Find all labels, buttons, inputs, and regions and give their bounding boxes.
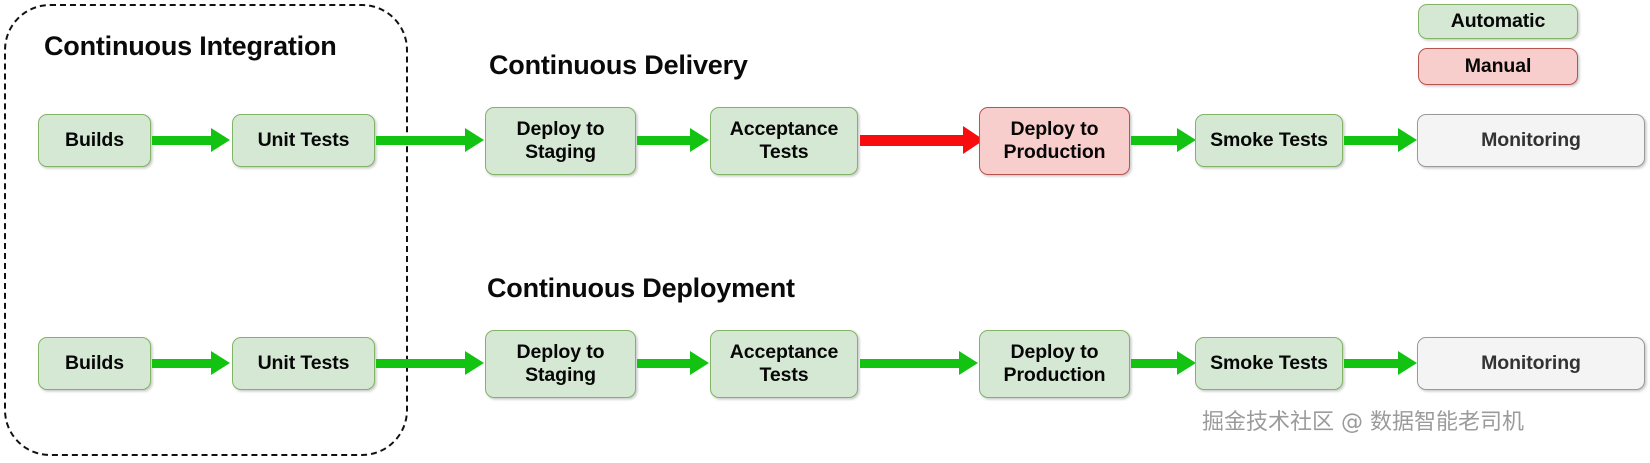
stage-label: Smoke Tests [1210,129,1328,152]
stage-acceptance-tests-delivery[interactable]: Acceptance Tests [710,107,858,175]
stage-label: Acceptance Tests [729,341,839,387]
stage-monitoring-deployment[interactable]: Monitoring [1417,337,1645,390]
arrow-shaft [860,358,960,368]
stage-label-line2: Staging [525,364,596,386]
stage-label-line2: Production [1003,141,1106,163]
stage-label: Acceptance Tests [729,118,839,164]
legend-item-manual[interactable]: Manual [1418,48,1578,85]
arrow-shaft [376,135,466,145]
page-title-continuous-deployment: Continuous Deployment [487,273,795,303]
arrow-shaft [152,358,212,368]
watermark-text: 掘金技术社区 @ 数据智能老司机 [1202,410,1524,435]
arrow-head [1398,351,1417,375]
stage-label: Builds [65,352,124,375]
arrow-shaft [1344,135,1399,145]
arrow-shaft [637,135,691,145]
stage-label: Deploy to Production [1004,118,1106,164]
legend-manual-label: Manual [1464,55,1532,77]
stage-label: Deploy to Staging [517,341,605,387]
stage-label: Deploy to Staging [517,118,605,164]
stage-label-line2: Tests [759,141,809,163]
stage-builds-deployment[interactable]: Builds [38,337,151,390]
stage-acceptance-tests-deployment[interactable]: Acceptance Tests [710,330,858,398]
stage-label-line1: Acceptance [729,118,839,141]
page-title-continuous-integration: Continuous Integration [44,31,337,61]
stage-deploy-to-staging-deployment[interactable]: Deploy to Staging [485,330,636,398]
legend-automatic-label: Automatic [1450,10,1546,32]
stage-label-line1: Acceptance [729,341,839,364]
arrow-head [465,128,484,152]
stage-label-line2: Production [1003,364,1106,386]
arrow-shaft [1344,358,1399,368]
stage-builds-delivery[interactable]: Builds [38,114,151,167]
stage-unit-tests-deployment[interactable]: Unit Tests [232,337,375,390]
stage-smoke-tests-deployment[interactable]: Smoke Tests [1195,337,1343,390]
stage-label: Deploy to Production [1004,341,1106,387]
stage-smoke-tests-delivery[interactable]: Smoke Tests [1195,114,1343,167]
arrow-head [465,351,484,375]
arrow-head [1398,128,1417,152]
stage-deploy-to-staging-delivery[interactable]: Deploy to Staging [485,107,636,175]
stage-deploy-to-production-delivery[interactable]: Deploy to Production [979,107,1130,175]
stage-deploy-to-production-deployment[interactable]: Deploy to Production [979,330,1130,398]
stage-label: Monitoring [1481,129,1581,152]
stage-label: Unit Tests [257,352,350,375]
arrow-head [690,351,709,375]
arrow-shaft [1131,358,1178,368]
stage-label-line1: Deploy to [1010,341,1099,364]
stage-label-line2: Tests [759,364,809,386]
arrow-shaft [376,358,466,368]
arrow-head [211,351,230,375]
stage-label-line1: Deploy to [516,118,605,141]
stage-label: Builds [65,129,124,152]
arrow-head [959,351,978,375]
arrow-shaft [637,358,691,368]
continuous-integration-container [4,4,408,456]
arrow-head [1177,128,1196,152]
arrow-shaft [860,134,964,146]
arrow-head [1177,351,1196,375]
stage-label: Monitoring [1481,352,1581,375]
arrow-head [211,128,230,152]
arrow-head [690,128,709,152]
stage-monitoring-delivery[interactable]: Monitoring [1417,114,1645,167]
stage-label: Unit Tests [257,129,350,152]
stage-label-line1: Deploy to [516,341,605,364]
stage-label-line1: Deploy to [1010,118,1099,141]
stage-label-line2: Staging [525,141,596,163]
arrow-shaft [152,135,212,145]
arrow-shaft [1131,135,1178,145]
arrow-head [963,126,984,154]
stage-unit-tests-delivery[interactable]: Unit Tests [232,114,375,167]
stage-label: Smoke Tests [1210,352,1328,375]
page-title-continuous-delivery: Continuous Delivery [489,50,748,80]
legend-item-automatic[interactable]: Automatic [1418,4,1578,39]
